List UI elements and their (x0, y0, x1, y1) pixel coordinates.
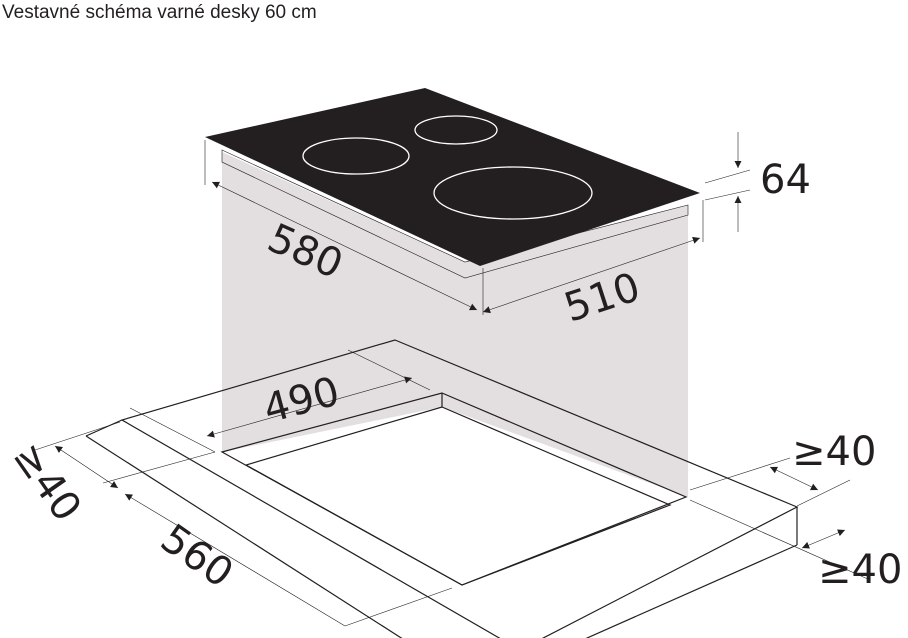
dimension-lines (34, 132, 871, 627)
dim-hob-height: 64 (760, 157, 811, 203)
cooking-zone-medium (302, 137, 410, 175)
dim-cutout-width: 560 (152, 516, 241, 597)
dim-clearance-back: ≥40 (792, 429, 876, 475)
cooking-zone-small (414, 115, 498, 145)
diagram-title: Vestavné schéma varné desky 60 cm (2, 2, 317, 23)
dim-clearance-front: ≥40 (818, 547, 902, 593)
dim-clearance-left: ≥40 (4, 434, 90, 530)
